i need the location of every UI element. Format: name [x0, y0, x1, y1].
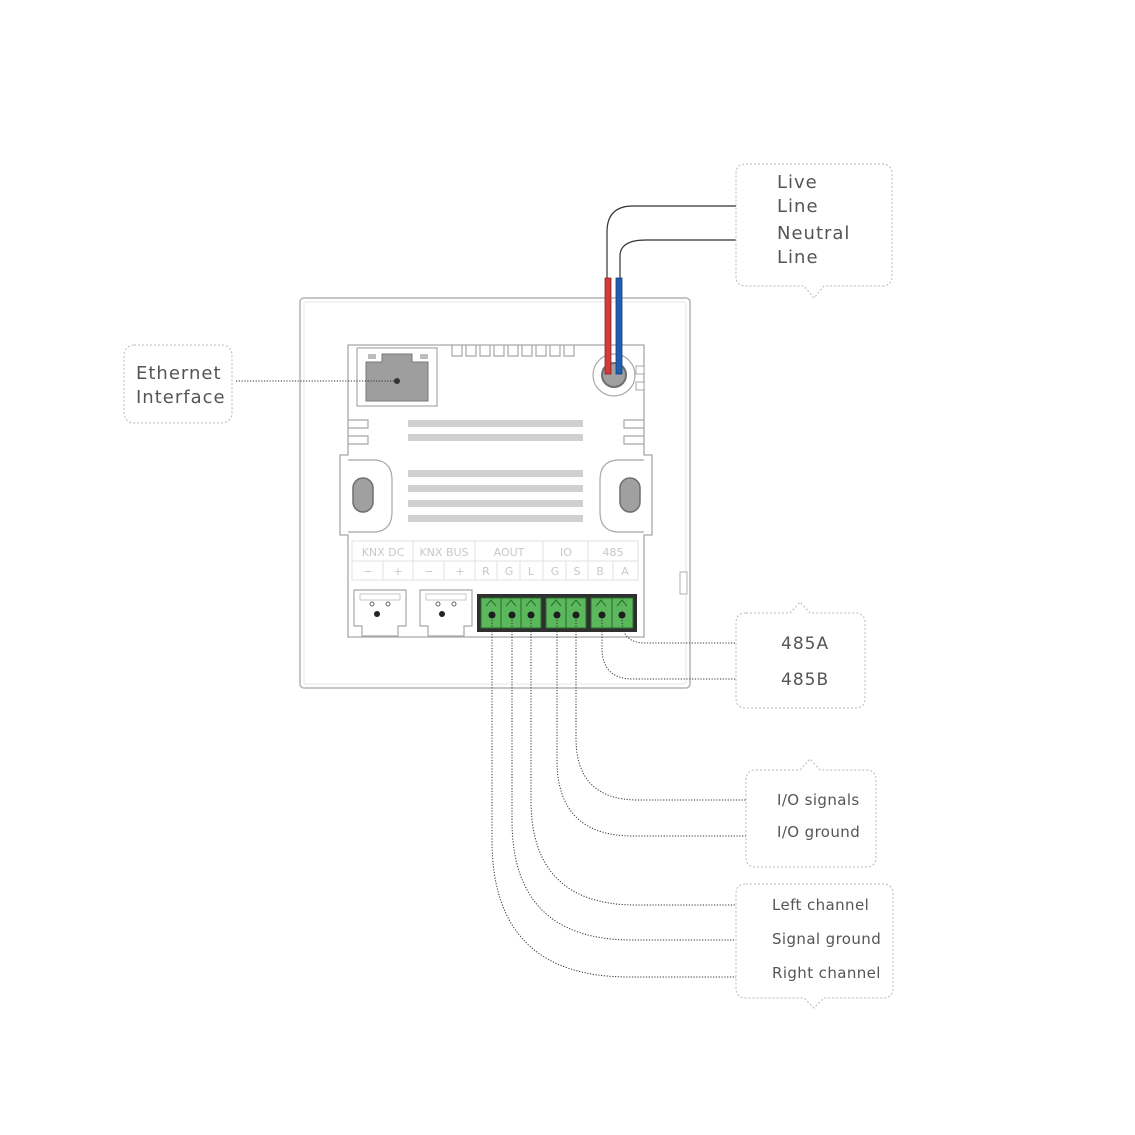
right-channel-label: Right channel — [772, 964, 881, 982]
knx-dc-connector — [353, 589, 407, 637]
pin-label: L — [528, 565, 535, 578]
pin-label: G — [551, 565, 560, 578]
group-label-485: 485 — [603, 546, 624, 559]
group-label-aout: AOUT — [494, 546, 525, 559]
live-label-line1: Live — [777, 172, 818, 193]
rs485-callout: 485A 485B — [735, 601, 866, 709]
rs485-b-label: 485B — [781, 670, 829, 690]
neutral-label-line2: Line — [777, 247, 819, 268]
neutral-label-line1: Neutral — [777, 223, 850, 244]
mounting-hole-left — [352, 477, 374, 513]
pin-label: R — [482, 565, 490, 578]
rs485-a-label: 485A — [781, 634, 829, 654]
live-label-line2: Line — [777, 196, 819, 217]
power-callout: Live Line Neutral Line — [735, 163, 893, 299]
group-label-io: IO — [560, 546, 572, 559]
pin-label: B — [596, 565, 604, 578]
io-signals-label: I/O signals — [777, 791, 860, 809]
neutral-wire — [615, 277, 623, 375]
mounting-hole-right — [619, 477, 641, 513]
signal-ground-label: Signal ground — [772, 930, 881, 948]
pin-label: − — [363, 565, 372, 578]
pin-label: + — [393, 565, 402, 578]
audio-callout: Left channel Signal ground Right channel — [735, 883, 894, 1009]
ethernet-callout: Ethernet Interface — [123, 344, 233, 424]
knx-bus-connector — [419, 589, 473, 637]
ethernet-label-line1: Ethernet — [136, 363, 222, 384]
pin-label: + — [455, 565, 464, 578]
terminal-label-panel: KNX DC KNX BUS AOUT IO 485 − + − + R G L… — [351, 540, 639, 581]
group-label-knx-dc: KNX DC — [362, 546, 405, 559]
left-channel-label: Left channel — [772, 896, 869, 914]
io-ground-label: I/O ground — [777, 823, 860, 841]
ethernet-label-line2: Interface — [136, 387, 226, 408]
pin-label: G — [505, 565, 514, 578]
wire-grommet — [592, 353, 636, 397]
io-callout: I/O signals I/O ground — [745, 758, 877, 868]
terminal-block — [477, 594, 637, 632]
group-label-knx-bus: KNX BUS — [419, 546, 468, 559]
live-wire — [604, 277, 612, 375]
pin-label: − — [424, 565, 433, 578]
pin-label: S — [574, 565, 581, 578]
pin-label: A — [621, 565, 629, 578]
ethernet-port — [356, 347, 438, 407]
